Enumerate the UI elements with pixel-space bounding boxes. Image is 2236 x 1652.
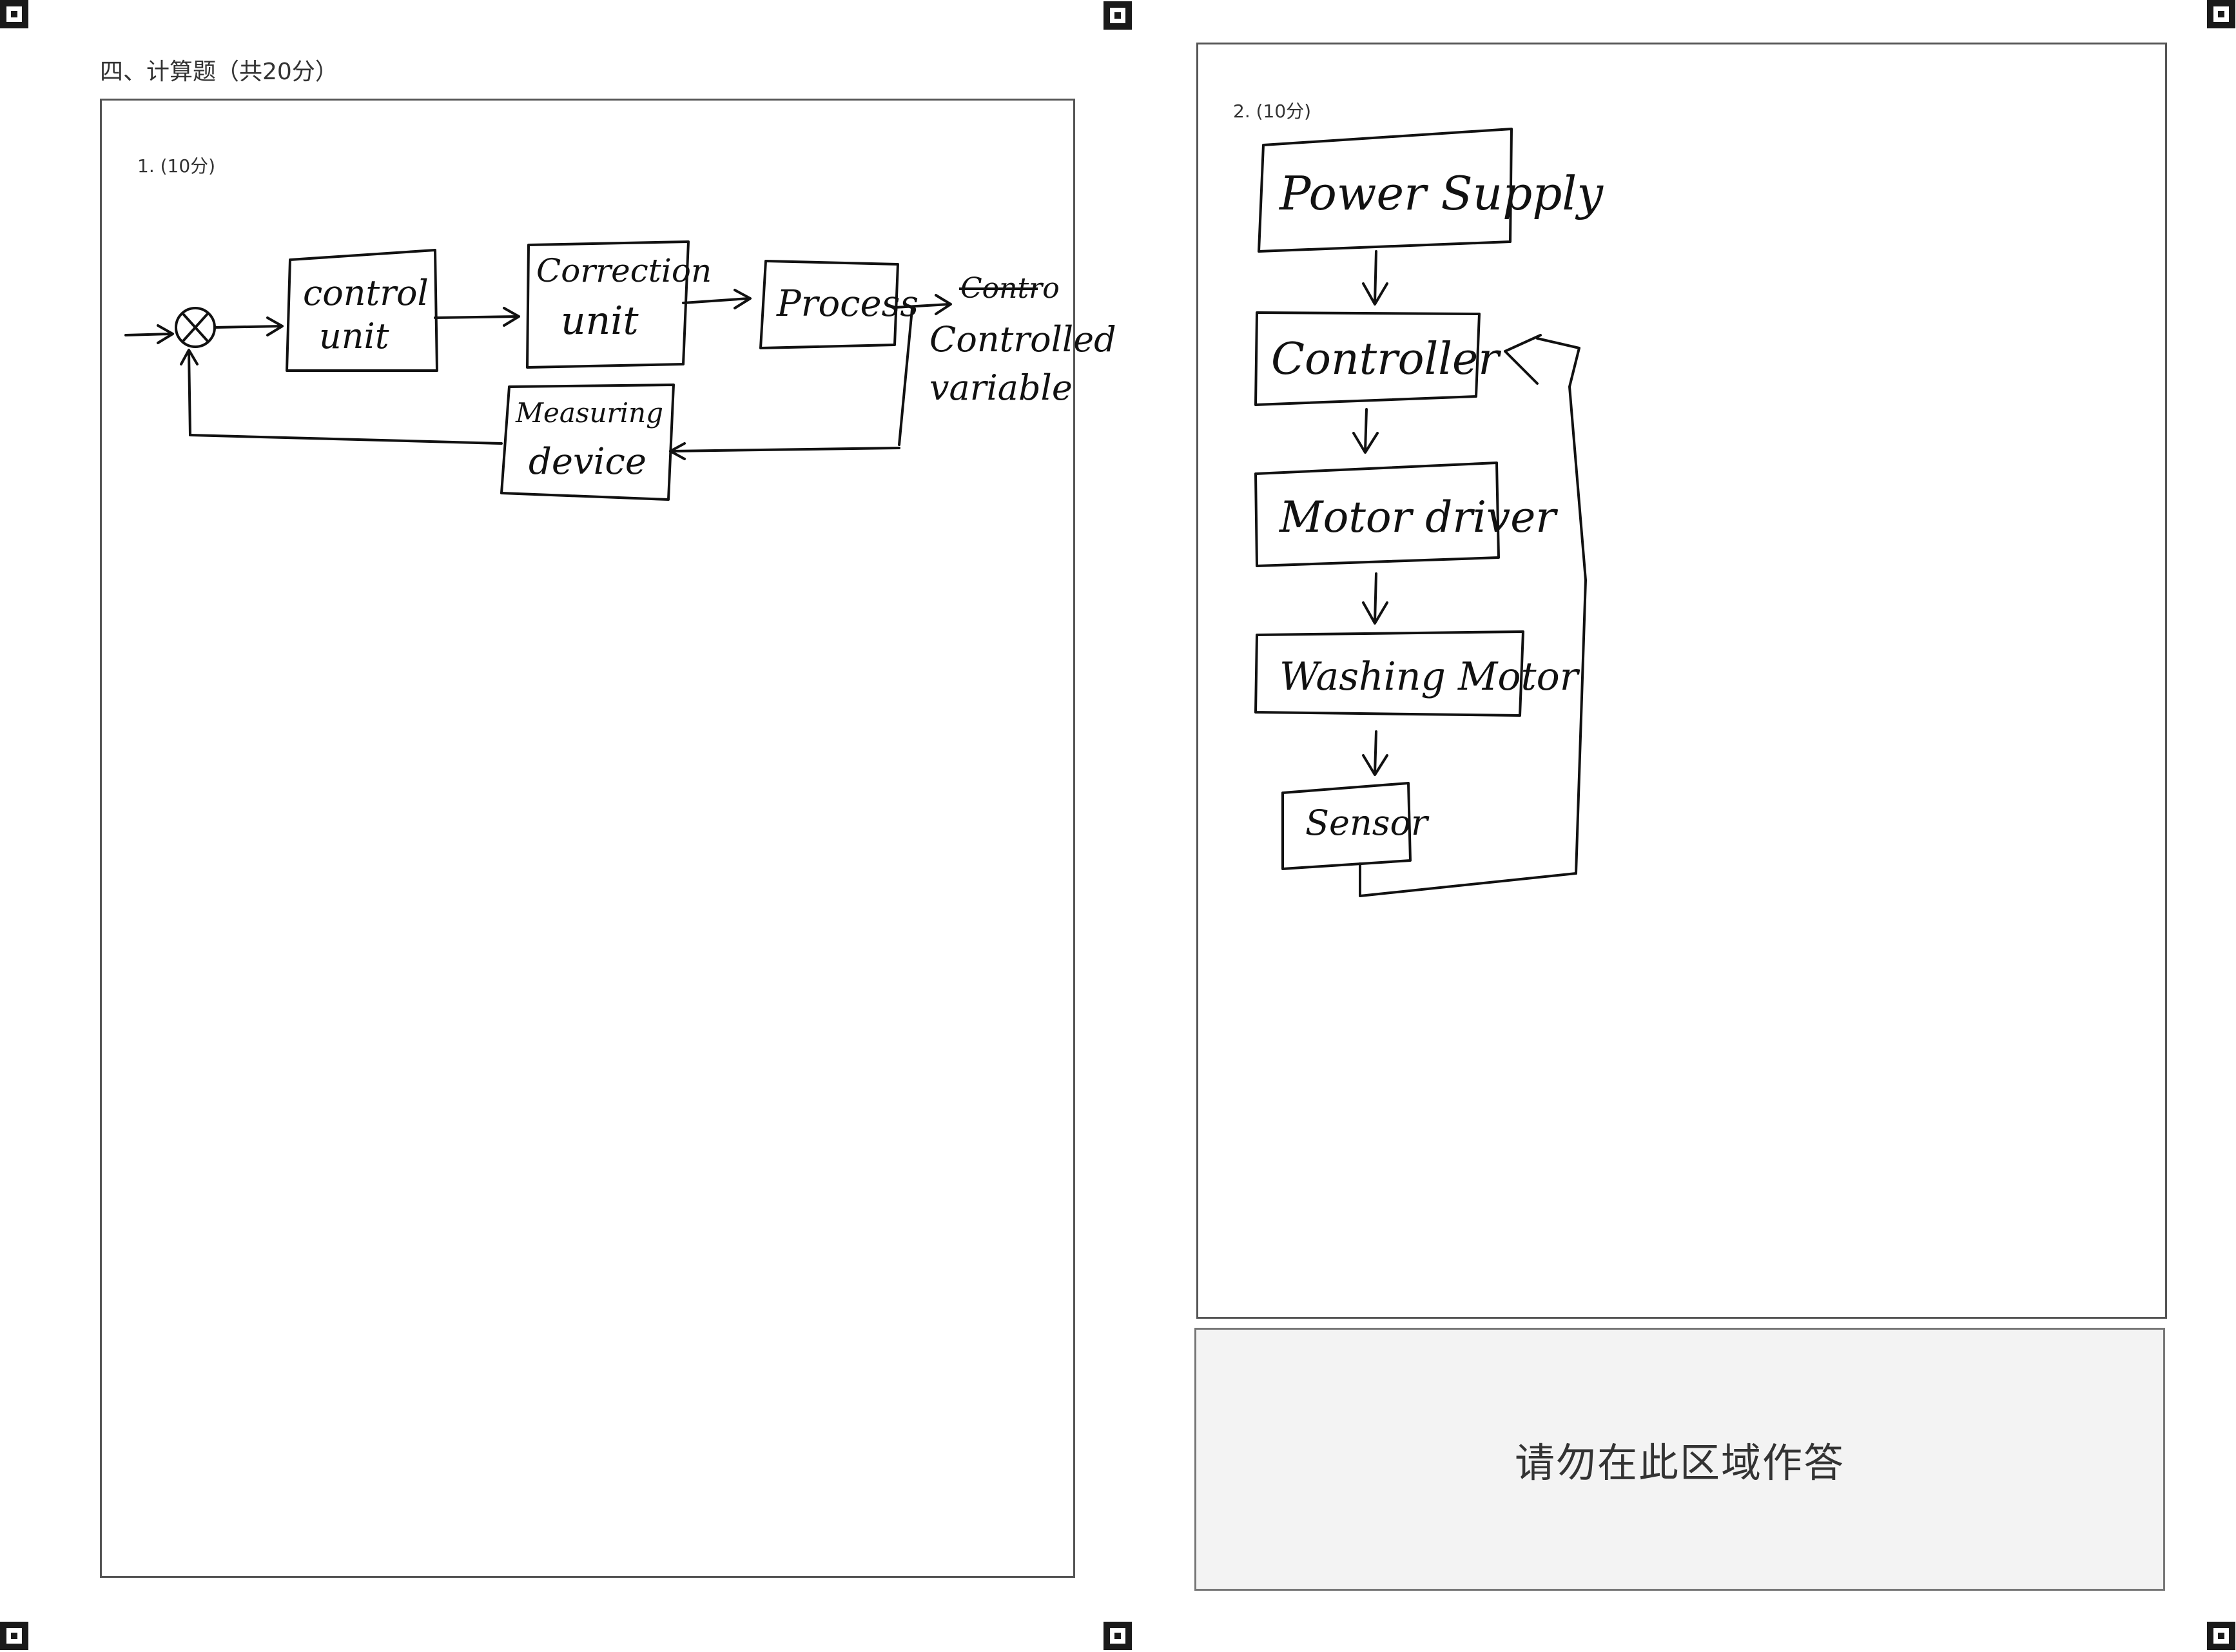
block-label-process: Process [776, 283, 919, 325]
block-label-correction-unit-line1: Correction [536, 252, 712, 289]
flow-label-controller: Controller [1271, 334, 1501, 385]
corner-marker-top-left [0, 0, 28, 28]
answer-box-q2[interactable]: 2. (10分) [1196, 43, 2167, 1319]
question-label-q2: 2. (10分) [1233, 101, 1312, 122]
no-answer-zone: 请勿在此区域作答 [1194, 1328, 2165, 1591]
no-answer-zone-text: 请勿在此区域作答 [1514, 1439, 1845, 1486]
flow-label-sensor: Sensor [1305, 802, 1430, 843]
output-label-line2: variable [929, 367, 1073, 408]
corner-marker-bottom-left [0, 1622, 28, 1650]
block-label-measuring-device-line2: device [529, 441, 646, 483]
block-label-correction-unit-line2: unit [561, 298, 639, 344]
answer-box-q1[interactable]: 1. (10分) [100, 99, 1075, 1578]
question-label-q1: 1. (10分) [137, 155, 216, 177]
corner-marker-top-center [1103, 1, 1132, 30]
block-label-measuring-device-line1: Measuring [515, 397, 663, 429]
section-title: 四、计算题（共20分） [100, 59, 338, 85]
block-label-control-unit-line1: control [303, 273, 429, 313]
flow-label-washing-motor: Washing Motor [1279, 654, 1580, 699]
corner-marker-bottom-center [1103, 1622, 1132, 1650]
corner-marker-top-right [2207, 0, 2235, 28]
output-label-line1: Controlled [929, 319, 1116, 360]
corner-marker-bottom-right [2207, 1622, 2235, 1650]
flow-label-motor-driver: Motor driver [1279, 492, 1558, 542]
block-label-control-unit-line2: unit [319, 316, 389, 356]
flow-label-power-supply: Power Supply [1278, 166, 1604, 220]
